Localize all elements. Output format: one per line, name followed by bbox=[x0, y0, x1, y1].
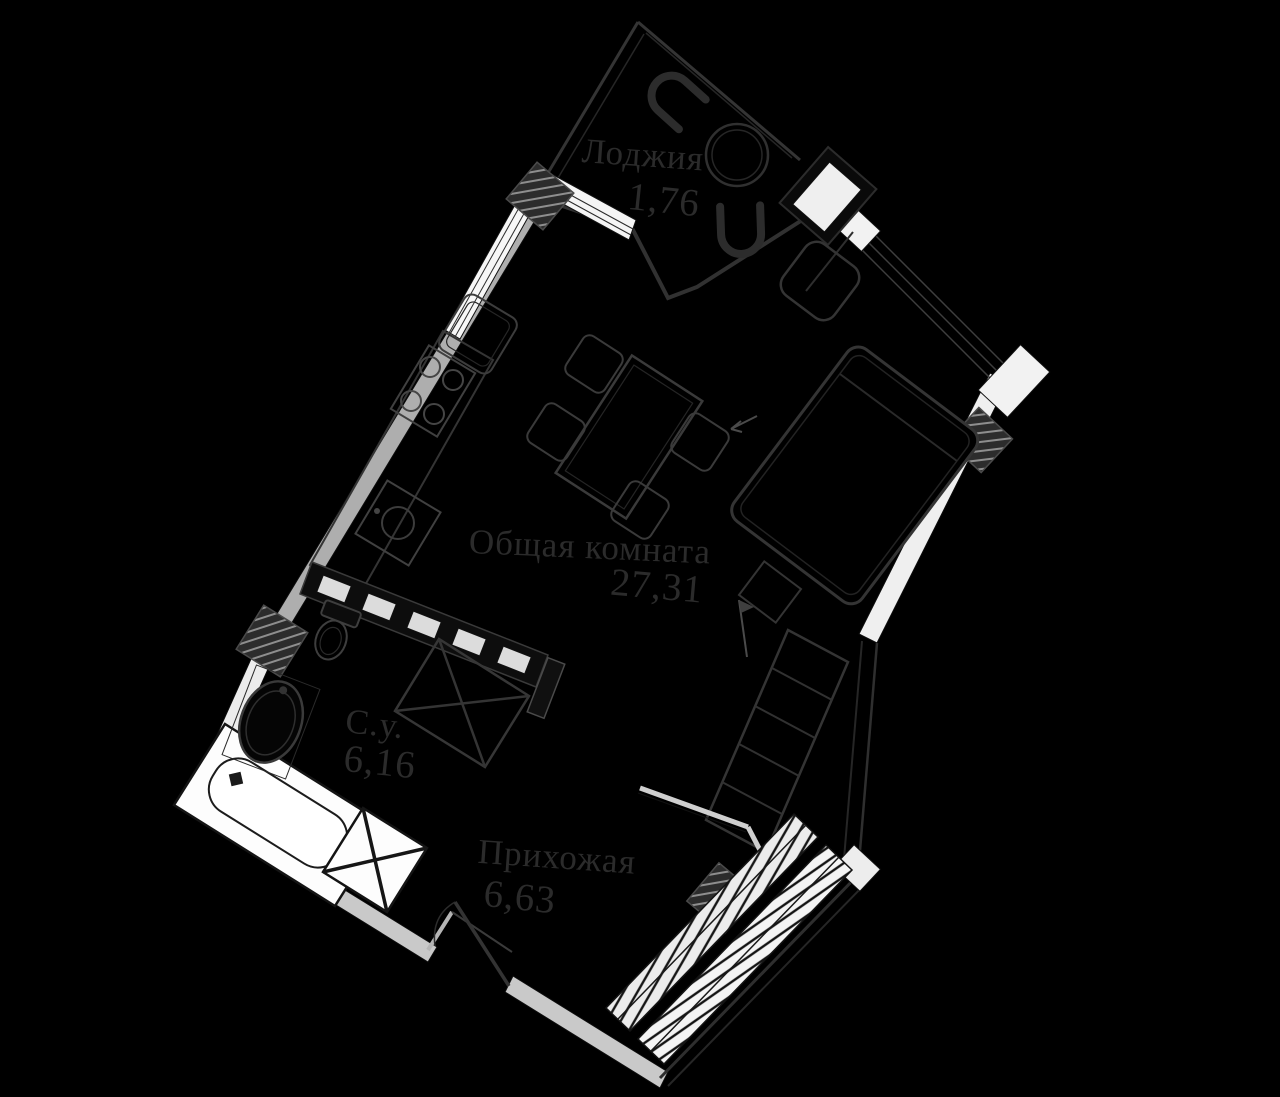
shelf-outline bbox=[704, 628, 850, 854]
window-glazing bbox=[861, 235, 1007, 381]
label-living-area: 27,31 bbox=[609, 561, 705, 612]
window-glazing bbox=[868, 228, 1014, 374]
opening-direction-arrow bbox=[730, 415, 758, 433]
label-bathroom-name: С.у. bbox=[344, 701, 407, 746]
dining-table bbox=[553, 353, 705, 521]
armchair bbox=[779, 240, 861, 322]
dining-chair bbox=[526, 402, 586, 462]
bathroom-zone bbox=[172, 599, 531, 914]
left-window-glazing bbox=[448, 205, 521, 334]
right-wall-lower-inner bbox=[842, 640, 863, 872]
toilet bbox=[314, 599, 362, 661]
cabinet-section bbox=[451, 627, 487, 657]
door-recess-sill bbox=[451, 911, 513, 953]
loggia-table bbox=[704, 122, 770, 188]
loggia-chair bbox=[647, 71, 710, 134]
entrance-door bbox=[426, 901, 513, 987]
door-swing-line bbox=[738, 599, 748, 658]
stove-burner bbox=[419, 356, 441, 378]
cabinet-section bbox=[361, 592, 397, 622]
right-wall-lower bbox=[856, 642, 879, 876]
bed-pillow-line bbox=[839, 373, 958, 462]
bottom-wall-right bbox=[504, 975, 669, 1089]
hallway-zone bbox=[426, 812, 854, 1066]
stove-burner bbox=[442, 369, 464, 391]
door-swing-symbol bbox=[738, 599, 754, 658]
dining-chair bbox=[564, 334, 624, 394]
kitchen-sink bbox=[354, 479, 442, 567]
cabinet-section bbox=[316, 574, 352, 604]
dining-chair bbox=[610, 480, 670, 540]
top-right-window bbox=[838, 209, 1051, 419]
loggia-table-top bbox=[711, 129, 763, 181]
window-glazing bbox=[854, 242, 1000, 388]
bed-inner bbox=[740, 354, 970, 596]
window-sill bbox=[977, 343, 1051, 419]
shelf-divider bbox=[721, 781, 783, 815]
kitchen-faucet bbox=[374, 508, 380, 514]
loggia-right-edge bbox=[637, 20, 801, 162]
cabinet-section bbox=[496, 645, 532, 675]
door-leaf bbox=[453, 901, 511, 987]
bottom-right-wall bbox=[658, 873, 860, 1080]
label-loggia-name: Лоджия bbox=[581, 131, 706, 178]
door-swing-arc bbox=[433, 901, 456, 947]
loggia-glazing bbox=[557, 33, 645, 179]
loggia-glazing bbox=[645, 32, 793, 159]
cabinet-section bbox=[406, 610, 442, 640]
entry-wardrobe bbox=[604, 812, 854, 1066]
shelf-divider bbox=[771, 667, 833, 701]
loggia-left-edge bbox=[543, 21, 640, 179]
balcony-door-sill bbox=[792, 161, 862, 233]
label-hallway-area: 6,63 bbox=[482, 872, 558, 922]
stove bbox=[389, 344, 477, 438]
label-loggia-area: 1,76 bbox=[626, 175, 702, 225]
hallway-wall bbox=[639, 785, 749, 830]
shelf-divider bbox=[754, 705, 816, 739]
bathtub-drain bbox=[228, 771, 244, 787]
dining-zone bbox=[526, 334, 730, 540]
corner-sill bbox=[832, 844, 882, 892]
room-labels: Лоджия 1,76 Общая комната 27,31 С.у. 6,1… bbox=[342, 131, 712, 922]
shaft-block bbox=[505, 161, 575, 231]
sink-stand bbox=[221, 664, 321, 780]
shaft-block bbox=[235, 604, 309, 678]
kitchen-sink-bowl bbox=[381, 506, 415, 540]
door-swing-flag bbox=[739, 600, 754, 613]
door-jamb bbox=[426, 910, 454, 952]
cabinet-cross bbox=[394, 694, 530, 713]
hallway-wall-edge bbox=[637, 792, 747, 833]
fridge-inner bbox=[446, 301, 510, 367]
washer-cross bbox=[361, 807, 389, 913]
toilet-bowl-inner bbox=[319, 626, 342, 656]
balcony-door-leaf bbox=[805, 231, 854, 292]
door-jamb-post bbox=[526, 656, 566, 720]
label-bathroom-area: 6,16 bbox=[342, 737, 418, 787]
dining-table-top bbox=[564, 364, 694, 510]
shelf-unit bbox=[704, 628, 850, 854]
bed bbox=[730, 345, 980, 606]
dining-chair bbox=[670, 412, 730, 472]
interior-walls bbox=[299, 561, 766, 858]
bathroom-sink bbox=[221, 664, 321, 780]
stove-burner bbox=[400, 390, 422, 412]
wardrobe-rail bbox=[650, 856, 840, 1052]
bottom-right-wall-outer bbox=[667, 882, 867, 1087]
sleeping-zone bbox=[704, 240, 980, 854]
left-window-glazing bbox=[454, 209, 527, 338]
wardrobe-rail bbox=[617, 824, 807, 1020]
loggia-chair bbox=[716, 201, 766, 258]
stove-burner bbox=[423, 403, 445, 425]
cabinet-strip bbox=[299, 561, 549, 688]
nightstand bbox=[737, 559, 803, 625]
washing-machine bbox=[321, 806, 429, 914]
crossed-cabinet bbox=[393, 637, 531, 769]
fridge bbox=[438, 293, 518, 375]
toilet-bowl bbox=[314, 619, 348, 661]
sink-faucet bbox=[279, 686, 288, 695]
shelf-divider bbox=[738, 743, 800, 777]
